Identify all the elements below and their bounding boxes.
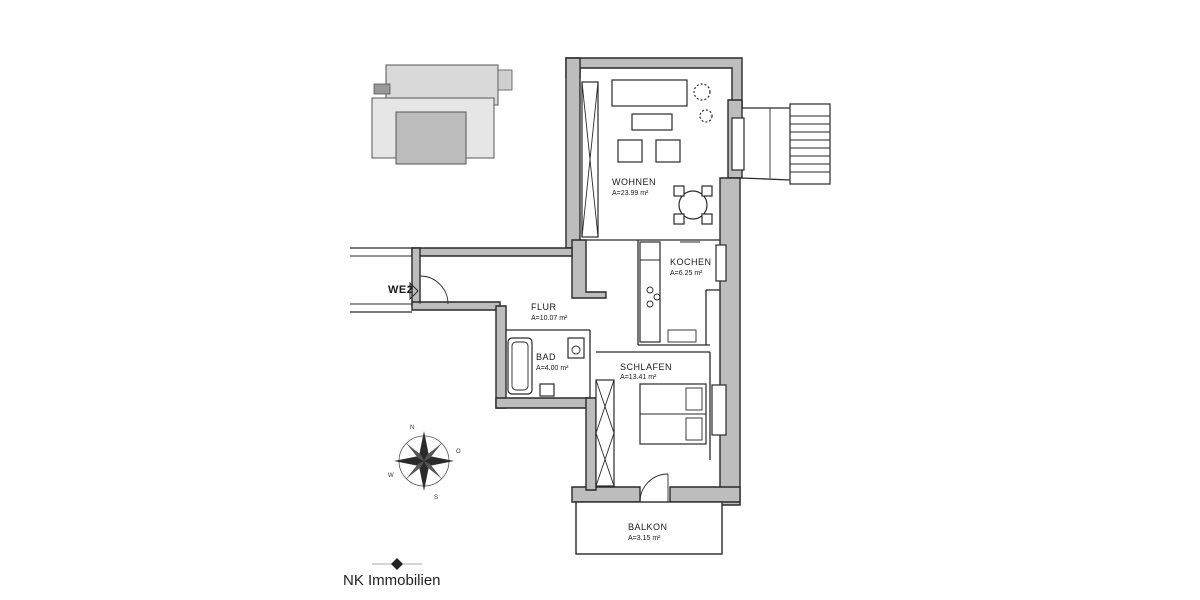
brand-name: NK Immobilien (343, 572, 441, 589)
room-labels: WOHNEN A=23.99 m² KOCHEN A=6.25 m² FLUR … (388, 177, 712, 542)
compass-s: S (434, 495, 438, 501)
room-area-schlafen: A=13.41 m² (620, 374, 657, 381)
bedroom-door (639, 473, 669, 503)
room-label-bad: BAD (536, 352, 556, 362)
room-label-flur: FLUR (531, 302, 557, 312)
compass-n: N (410, 425, 414, 431)
entrance-label: WE2 (388, 284, 413, 296)
compass-o: O (456, 449, 461, 455)
room-label-wohnen: WOHNEN (612, 177, 656, 187)
balcony (575, 501, 723, 555)
room-area-kochen: A=6.25 m² (670, 270, 703, 277)
bedroom-wardrobe (595, 379, 615, 487)
room-label-kochen: KOCHEN (670, 257, 712, 267)
room-area-wohnen: A=23.99 m² (612, 190, 649, 197)
room-label-balkon: BALKON (628, 522, 668, 532)
staircase (741, 103, 831, 185)
room-label-schlafen: SCHLAFEN (620, 362, 672, 372)
brand-logo-mark (372, 558, 422, 570)
room-area-flur: A=10.07 m² (531, 315, 568, 322)
room-area-bad: A=4.00 m² (536, 365, 569, 372)
room-area-balkon: A=3.15 m² (628, 535, 661, 542)
living-room-furniture (611, 79, 745, 225)
living-room-cabinet (581, 81, 599, 238)
interior-walls (506, 239, 720, 460)
bed (639, 383, 727, 445)
bathroom-fixtures (507, 337, 585, 397)
entrance-corridor (350, 247, 449, 313)
compass-w: W (388, 473, 394, 479)
site-plan-thumbnail (371, 64, 513, 165)
kitchen-fixtures (639, 241, 727, 343)
compass-rose: N O S W (388, 425, 461, 501)
